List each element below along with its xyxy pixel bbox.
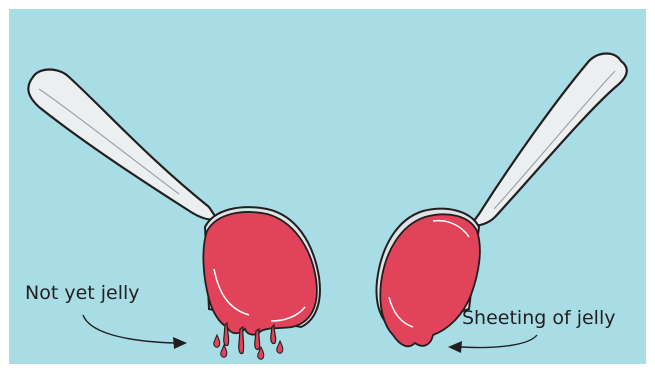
label-sheeting-of-jelly: Sheeting of jelly	[462, 307, 615, 329]
illustration-panel: Not yet jelly Sheeting of jelly	[9, 9, 646, 364]
left-spoon-handle	[28, 70, 217, 220]
right-spoon	[376, 54, 626, 347]
left-drop-2	[221, 345, 227, 357]
left-drip-2	[239, 327, 244, 354]
right-arrow	[448, 335, 537, 353]
left-drip-3	[255, 329, 260, 350]
left-arrow	[83, 315, 187, 349]
label-not-yet-jelly: Not yet jelly	[25, 282, 140, 304]
left-drop-1	[214, 335, 220, 347]
left-spoon	[28, 70, 320, 360]
right-spoon-handle	[471, 54, 627, 226]
left-drop-4	[277, 341, 283, 353]
right-spoon-handle-shine	[494, 71, 615, 209]
